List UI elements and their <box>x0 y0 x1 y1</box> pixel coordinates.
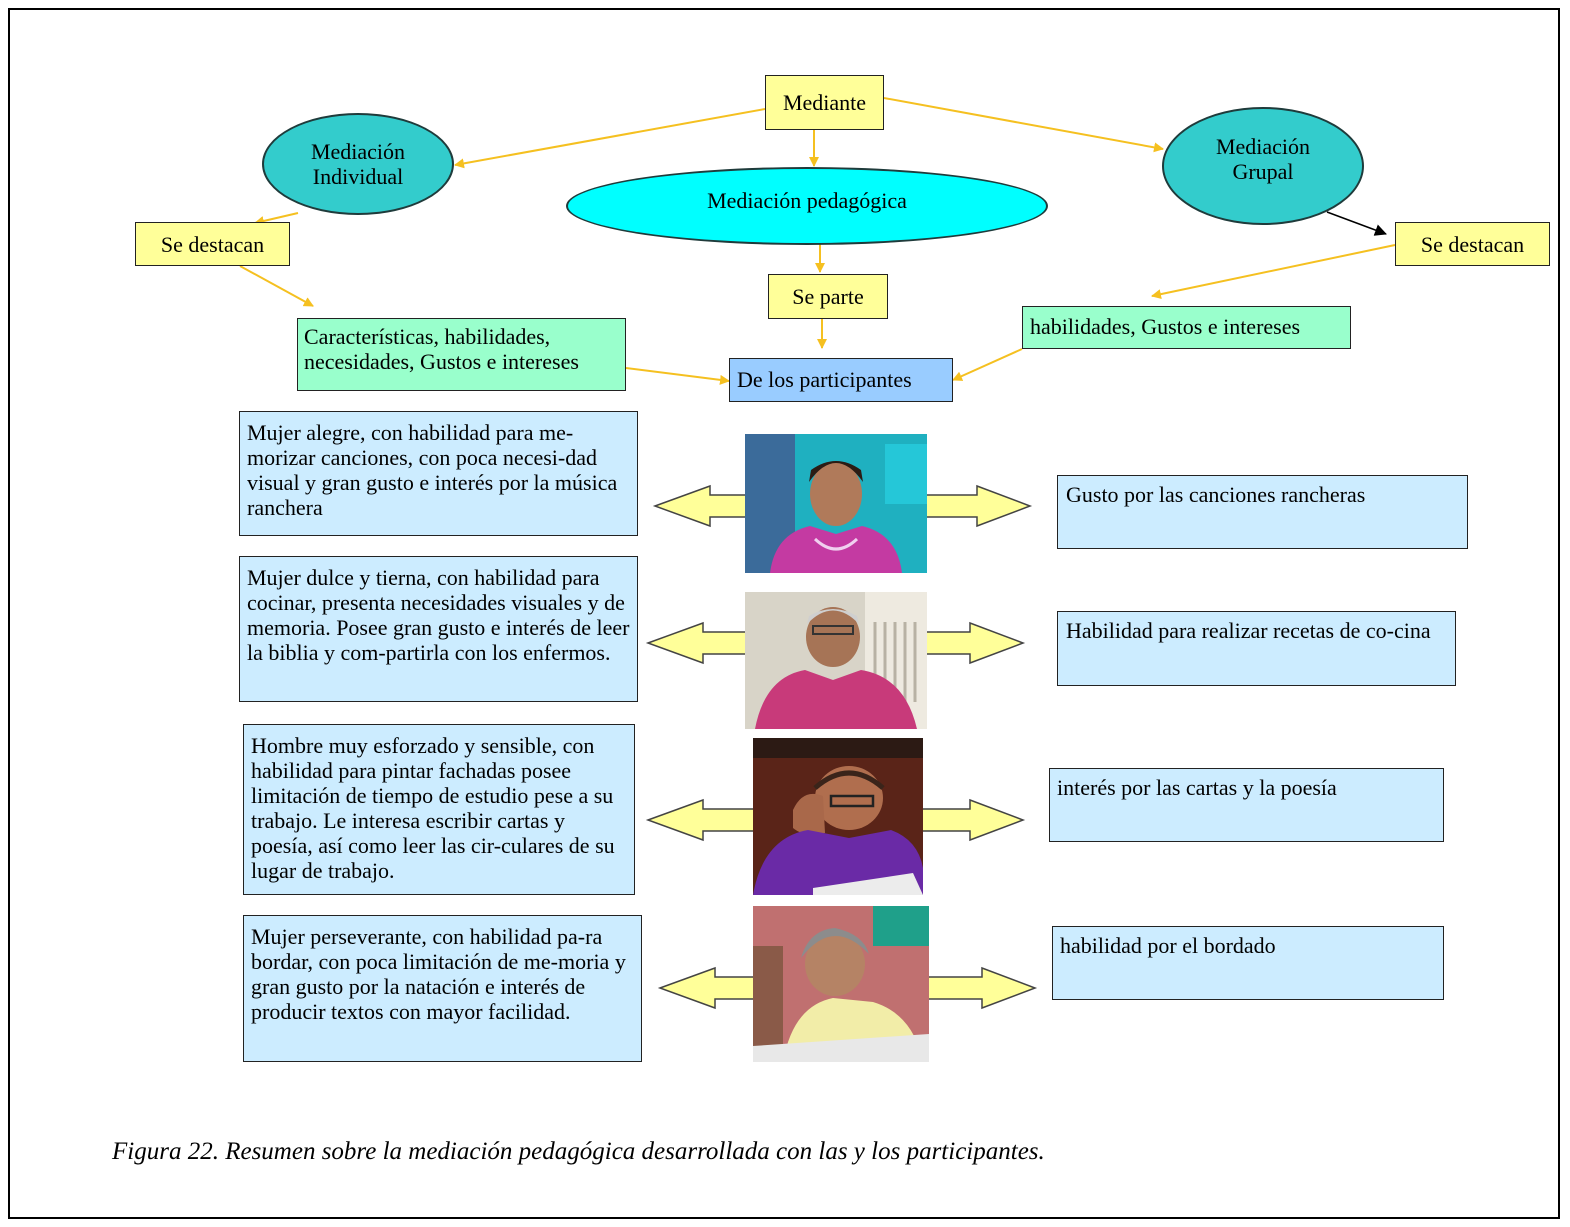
figure-frame <box>8 8 1560 1219</box>
se-destacan-left-label: Se destacan <box>160 231 265 257</box>
connector-mediante-individual <box>454 108 766 169</box>
connector-individual-destacan <box>254 212 299 226</box>
participant-2-interest-box: Habilidad para realizar recetas de co-ci… <box>1057 611 1456 686</box>
figure-caption: Figura 22. Resumen sobre la mediación pe… <box>112 1138 1045 1165</box>
connector-mediante-grupal <box>883 97 1164 153</box>
mediante-label: Mediante <box>782 90 867 115</box>
connector-caracteristicas-participantes <box>625 367 730 385</box>
mediacion-pedagogica-label: Mediación pedagógica <box>707 187 907 213</box>
participant-2-photo <box>745 592 927 729</box>
se-parte-box: Se parte <box>768 274 888 319</box>
participant-4-interest-box: habilidad por el bordado <box>1052 926 1444 1000</box>
participant-4-photo <box>753 906 929 1062</box>
participant-1-description-box: Mujer alegre, con habilidad para me-mori… <box>239 411 638 536</box>
se-destacan-left-box: Se destacan <box>135 222 290 266</box>
mediante-box: Mediante <box>765 75 884 130</box>
connector-destacan-caracteristicas <box>239 265 314 307</box>
habilidades-label: habilidades, Gustos e intereses <box>1030 314 1301 339</box>
mediacion-pedagogica-ellipse: Mediación pedagógica <box>566 167 1048 245</box>
connector-destacan-habilidades <box>1151 244 1396 300</box>
participant-3-interest: interés por las cartas y la poesía <box>1057 775 1337 800</box>
participant-1-interest: Gusto por las canciones rancheras <box>1066 482 1366 507</box>
participant-2-description: Mujer dulce y tierna, con habilidad para… <box>247 565 630 665</box>
connector-habilidades-participantes <box>952 348 1023 381</box>
participant-3-description: Hombre muy esforzado y sensible, con hab… <box>251 733 615 883</box>
participant-3-interest-box: interés por las cartas y la poesía <box>1049 768 1444 842</box>
mediacion-grupal-ellipse: Mediación Grupal <box>1162 107 1364 225</box>
participant-1-description: Mujer alegre, con habilidad para me-mori… <box>247 420 618 520</box>
participant-1-interest-box: Gusto por las canciones rancheras <box>1057 475 1468 549</box>
de-los-participantes-box: De los participantes <box>729 358 953 402</box>
participant-2-description-box: Mujer dulce y tierna, con habilidad para… <box>239 556 638 702</box>
connector-grupal-destacan <box>1326 211 1387 236</box>
participant-1-photo <box>745 434 927 573</box>
caracteristicas-label: Características, habilidades, necesidade… <box>304 324 579 374</box>
caracteristicas-box: Características, habilidades, necesidade… <box>297 318 626 391</box>
mediacion-individual-ellipse: Mediación Individual <box>262 113 454 215</box>
participant-3-description-box: Hombre muy esforzado y sensible, con hab… <box>243 724 635 895</box>
se-destacan-right-box: Se destacan <box>1395 222 1550 266</box>
participant-3-photo <box>753 738 923 895</box>
participant-2-interest: Habilidad para realizar recetas de co-ci… <box>1066 618 1431 643</box>
de-los-participantes-label: De los participantes <box>737 367 912 392</box>
participant-4-interest: habilidad por el bordado <box>1060 933 1276 958</box>
habilidades-box: habilidades, Gustos e intereses <box>1022 306 1351 349</box>
mediacion-grupal-label: Mediación Grupal <box>1215 134 1311 184</box>
se-parte-label: Se parte <box>792 284 864 309</box>
mediacion-individual-label: Mediación Individual <box>310 139 406 189</box>
participant-4-description: Mujer perseverante, con habilidad pa-ra … <box>251 924 626 1024</box>
participant-4-description-box: Mujer perseverante, con habilidad pa-ra … <box>243 915 642 1062</box>
se-destacan-right-label: Se destacan <box>1420 231 1525 257</box>
